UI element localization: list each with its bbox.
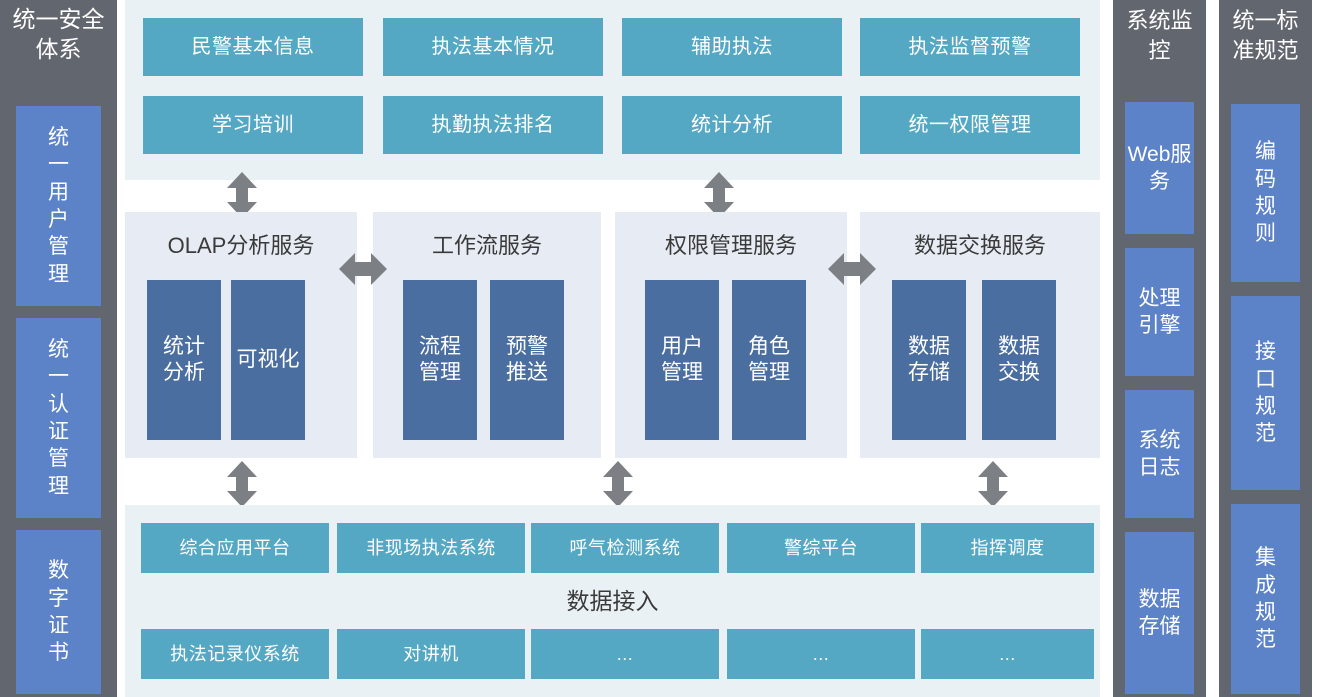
right-rail-title: 系统监控: [1126, 8, 1193, 63]
sidebar-item-label: 数字证书: [48, 559, 69, 665]
data-box-law-enforcement-recorder-system[interactable]: 执法记录仪系统: [141, 629, 329, 679]
service-item-visualization[interactable]: 可视化: [231, 280, 305, 440]
service-group-title: 工作流服务: [431, 233, 542, 258]
service-item-label: 统计分析: [163, 334, 205, 384]
data-box-placeholder-2[interactable]: ...: [727, 629, 915, 679]
right-rail-unified-standard: 统一标准规范 编码规则 接口规范 集成规范: [1219, 0, 1312, 697]
data-box-placeholder-1[interactable]: ...: [531, 629, 719, 679]
application-layer-panel: 民警基本信息 执法基本情况 辅助执法 执法监督预警 学习培训 执勤执法排名 统计…: [125, 0, 1100, 180]
service-item-label: 用户管理: [661, 334, 703, 384]
service-item-label: 可视化: [236, 347, 300, 371]
rail-item-label: 接口规范: [1255, 340, 1276, 446]
service-group-data-exchange: 数据交换服务 数据存储 数据交换: [860, 212, 1100, 458]
service-item-data-exchange[interactable]: 数据交换: [982, 280, 1056, 440]
service-item-label: 数据交换: [998, 334, 1040, 384]
data-box-integrated-app-platform[interactable]: 综合应用平台: [141, 523, 329, 573]
rail-item-label: 系统日志: [1138, 428, 1181, 479]
service-item-label: 角色管理: [748, 334, 790, 384]
data-box-offsite-enforcement-system[interactable]: 非现场执法系统: [337, 523, 525, 573]
rail-item-label: 处理引擎: [1138, 286, 1181, 337]
rail-item-integration-spec[interactable]: 集成规范: [1231, 504, 1300, 694]
service-group-permission: 权限管理服务 用户管理 角色管理: [615, 212, 847, 458]
service-layer: OLAP分析服务 统计分析 可视化 工作流服务 流程管理 预警推送: [125, 212, 1100, 458]
service-item-user-mgmt[interactable]: 用户管理: [645, 280, 719, 440]
service-group-olap: OLAP分析服务 统计分析 可视化: [125, 212, 357, 458]
rail-item-web-service[interactable]: Web服务: [1125, 102, 1194, 234]
data-access-label: 数据接入: [566, 588, 659, 614]
sidebar-item-unified-auth-mgmt[interactable]: 统一认证管理: [16, 318, 101, 518]
right-rail-system-monitor: 系统监控 Web服务 处理引擎 系统日志 数据存储: [1113, 0, 1206, 697]
rail-item-label: Web服务: [1127, 142, 1192, 193]
service-item-statistical-analysis[interactable]: 统计分析: [147, 280, 221, 440]
app-box-duty-enforcement-ranking[interactable]: 执勤执法排名: [383, 96, 603, 154]
service-item-label: 预警推送: [506, 334, 548, 384]
rail-item-system-log[interactable]: 系统日志: [1125, 390, 1194, 518]
data-box-command-dispatch[interactable]: 指挥调度: [921, 523, 1094, 573]
arrow-app-to-olap: [226, 172, 258, 218]
rail-item-label: 数据存储: [1138, 587, 1181, 638]
service-item-role-mgmt[interactable]: 角色管理: [732, 280, 806, 440]
left-rail-title: 统一安全体系: [12, 6, 105, 63]
app-box-statistical-analysis[interactable]: 统计分析: [622, 96, 842, 154]
rail-item-processing-engine[interactable]: 处理引擎: [1125, 248, 1194, 376]
arrow-app-to-permission: [703, 172, 735, 218]
data-box-police-platform[interactable]: 警综平台: [727, 523, 915, 573]
right-rail-title: 统一标准规范: [1232, 8, 1299, 63]
service-item-process-mgmt[interactable]: 流程管理: [403, 280, 477, 440]
service-group-title: 数据交换服务: [913, 233, 1046, 258]
service-group-workflow: 工作流服务 流程管理 预警推送: [373, 212, 601, 458]
arrow-olap-to-data: [226, 461, 258, 507]
center-column: 民警基本信息 执法基本情况 辅助执法 执法监督预警 学习培训 执勤执法排名 统计…: [125, 0, 1100, 697]
app-box-enforcement-basics[interactable]: 执法基本情况: [383, 18, 603, 76]
rail-item-coding-rules[interactable]: 编码规则: [1231, 104, 1300, 282]
app-box-training[interactable]: 学习培训: [143, 96, 363, 154]
app-box-unified-permission-mgmt[interactable]: 统一权限管理: [860, 96, 1080, 154]
app-box-enforcement-supervision-alert[interactable]: 执法监督预警: [860, 18, 1080, 76]
app-box-police-basic-info[interactable]: 民警基本信息: [143, 18, 363, 76]
app-box-assisted-enforcement[interactable]: 辅助执法: [622, 18, 842, 76]
service-item-label: 数据存储: [908, 334, 950, 384]
service-item-label: 流程管理: [419, 334, 461, 384]
service-item-alert-push[interactable]: 预警推送: [490, 280, 564, 440]
arrow-olap-workflow: [339, 252, 387, 286]
service-group-title: OLAP分析服务: [167, 233, 315, 258]
data-box-breath-test-system[interactable]: 呼气检测系统: [531, 523, 719, 573]
left-rail-security: 统一安全体系 统一用户管理 统一认证管理 数字证书: [0, 0, 117, 697]
rail-item-label: 编码规则: [1255, 140, 1276, 246]
sidebar-item-unified-user-mgmt[interactable]: 统一用户管理: [16, 106, 101, 306]
rail-item-label: 集成规范: [1255, 546, 1276, 652]
rail-item-interface-spec[interactable]: 接口规范: [1231, 296, 1300, 490]
sidebar-item-label: 统一用户管理: [48, 126, 69, 286]
rail-item-data-storage[interactable]: 数据存储: [1125, 532, 1194, 694]
data-box-placeholder-3[interactable]: ...: [921, 629, 1094, 679]
service-item-data-storage[interactable]: 数据存储: [892, 280, 966, 440]
service-group-title: 权限管理服务: [664, 233, 797, 258]
data-box-walkie-talkie[interactable]: 对讲机: [337, 629, 525, 679]
arrow-workflow-to-data: [602, 461, 634, 507]
sidebar-item-label: 统一认证管理: [48, 338, 69, 498]
arrow-permission-exchange: [828, 252, 876, 286]
data-access-layer-panel: 综合应用平台 非现场执法系统 呼气检测系统 警综平台 指挥调度 数据接入 执法记…: [125, 505, 1100, 697]
arrow-exchange-to-data: [977, 461, 1009, 507]
sidebar-item-digital-certificate[interactable]: 数字证书: [16, 530, 101, 694]
